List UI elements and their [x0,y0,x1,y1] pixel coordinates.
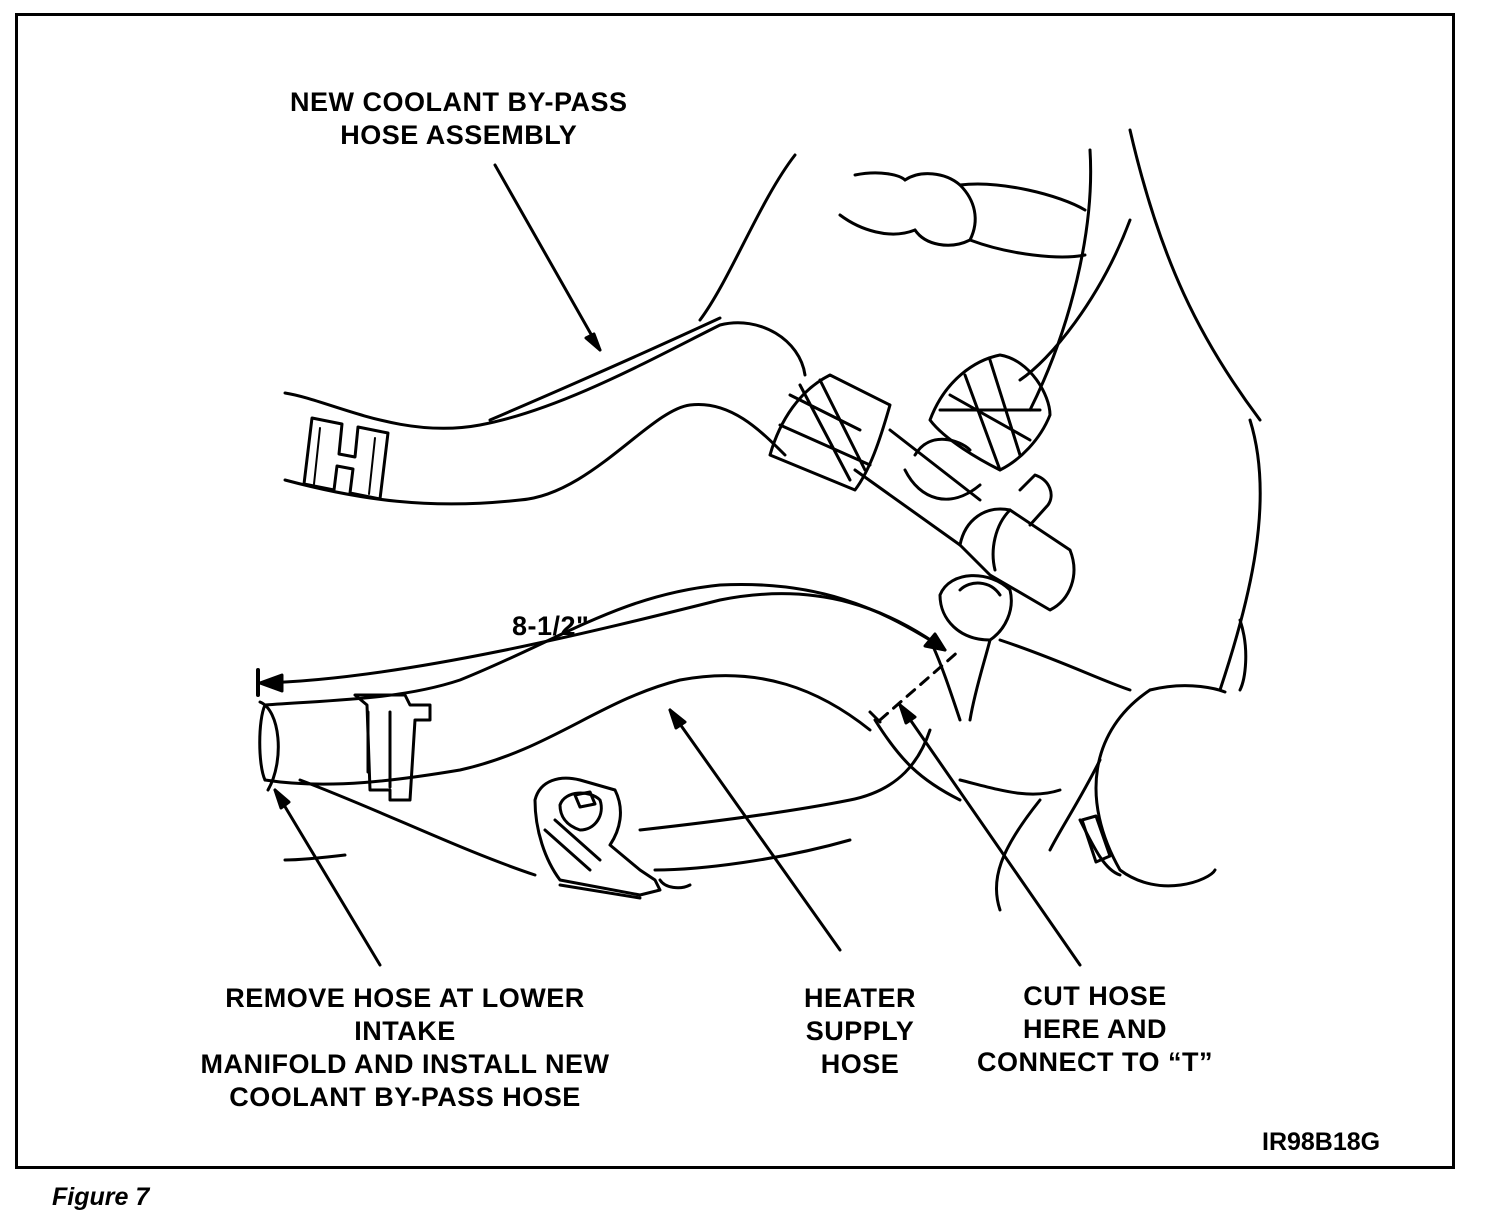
heater-supply-label-line1: HEATER [803,983,916,1013]
cut-hose-label: CUT HOSE HERE AND CONNECT TO “T” [950,980,1240,1079]
part-code: IR98B18G [1262,1128,1381,1156]
remove-hose-label: REMOVE HOSE AT LOWER INTAKE MANIFOLD AND… [165,982,645,1114]
new-hose-label-line2: HOSE ASSEMBLY [340,120,578,150]
engine-outline [698,128,1262,912]
dimension-label: 8-1/2" [512,611,590,641]
heater-supply-label-line3: HOSE [820,1049,900,1079]
remove-hose-label-line4: COOLANT BY-PASS HOSE [229,1082,581,1112]
new-hose-label-line1: NEW COOLANT BY-PASS [290,87,628,117]
cut-hose-label-line3: CONNECT TO “T” [977,1047,1213,1077]
figure-frame [15,13,1455,1169]
remove-hose-label-line2: INTAKE [354,1016,456,1046]
new-hose-label: NEW COOLANT BY-PASS HOSE ASSEMBLY [290,86,628,152]
heater-supply-label: HEATER SUPPLY HOSE [780,982,940,1081]
figure-caption: Figure 7 [52,1183,150,1211]
cut-hose-label-line1: CUT HOSE [1023,981,1167,1011]
cut-hose-label-line2: HERE AND [1022,1014,1167,1044]
heater-supply-hose [258,582,992,900]
dimension-line [256,592,947,697]
remove-hose-label-line1: REMOVE HOSE AT LOWER [225,983,585,1013]
bypass-hose [283,171,1087,642]
leader-arrows [273,163,1082,967]
remove-hose-label-line3: MANIFOLD AND INSTALL NEW [200,1049,610,1079]
heater-supply-label-line2: SUPPLY [805,1016,915,1046]
